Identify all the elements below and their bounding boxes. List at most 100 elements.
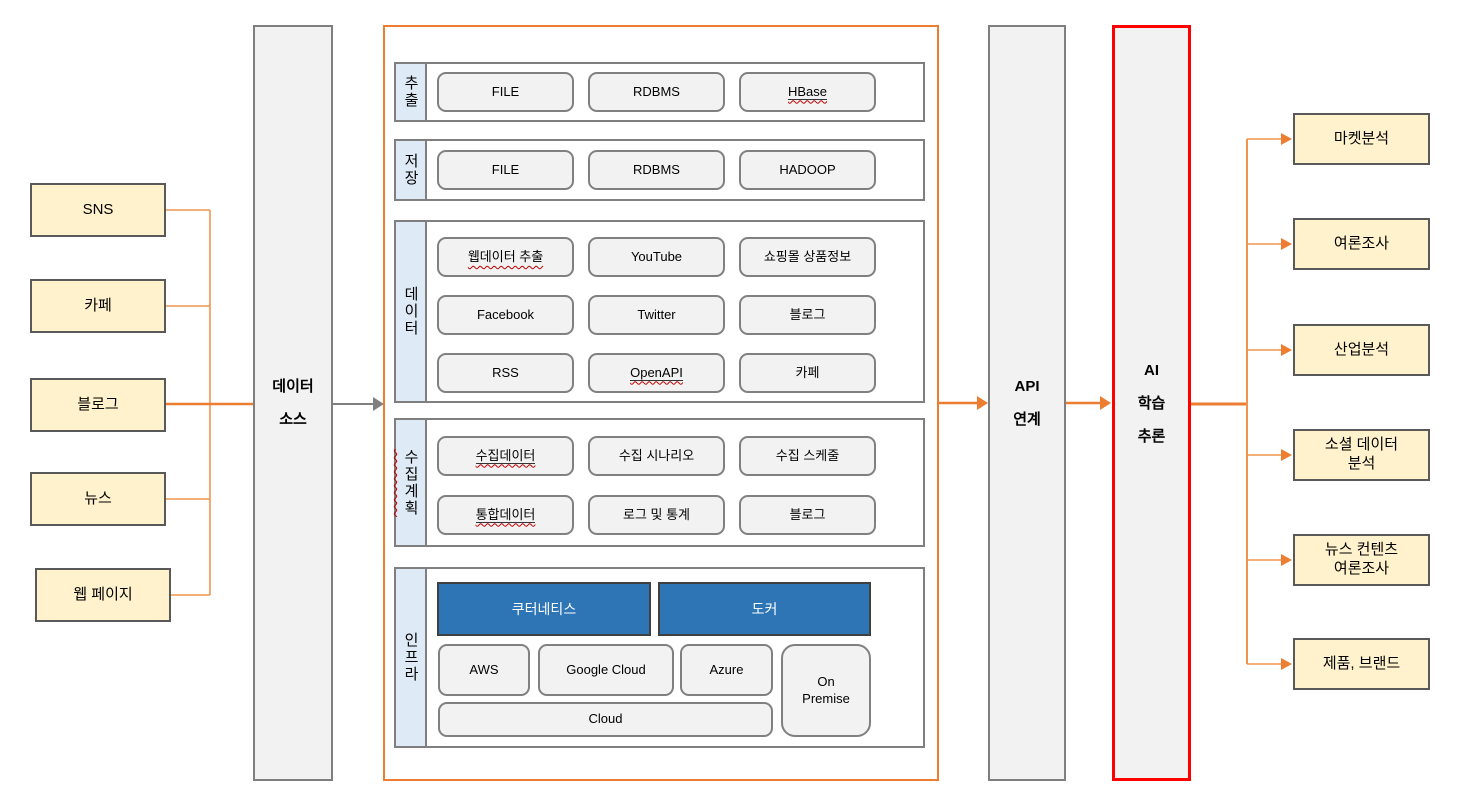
section-infra-content: 쿠터네티스 도커 AWS Google Cloud Azure On Premi… — [427, 569, 923, 746]
cloud-box-google-cloud: Google Cloud — [538, 644, 674, 696]
source-connector-lines — [166, 209, 211, 596]
chip-label: 수집 시나리오 — [618, 448, 695, 464]
chip-label: 카페 — [795, 365, 820, 381]
chip-collected-data: 수집데이터 — [437, 436, 574, 476]
chip-cafe: 카페 — [739, 353, 876, 393]
cloud-label-on-premise: On Premise — [802, 674, 850, 706]
section-infra-label: 인프라 — [402, 632, 419, 683]
chip-hbase: HBase — [739, 72, 876, 112]
chip-label: 쇼핑몰 상품정보 — [763, 249, 852, 265]
cloud-box-on-premise: On Premise — [781, 644, 871, 737]
platform-label-docker: 도커 — [751, 601, 778, 617]
output-box-product-brand: 제품, 브랜드 — [1293, 638, 1430, 690]
section-store-label: 저장 — [402, 153, 419, 187]
chip-label: RDBMS — [633, 162, 680, 178]
chip-label: FILE — [491, 162, 520, 178]
chip-row: RSS OpenAPI 카페 — [427, 353, 923, 393]
output-arrowheads — [1281, 133, 1292, 670]
chip-label: RDBMS — [633, 84, 680, 100]
chip-integrated-data: 통합데이터 — [437, 495, 574, 535]
cloud-label-aws: AWS — [469, 661, 499, 677]
source-box-cafe: 카페 — [30, 279, 166, 333]
section-collection-plan-content: 수집데이터 수집 시나리오 수집 스케줄 통합데이터 로그 및 통계 블로그 — [427, 420, 923, 545]
chip-shopping-product-info: 쇼핑몰 상품정보 — [739, 237, 876, 277]
section-store: 저장 FILE RDBMS HADOOP — [394, 139, 925, 201]
output-label-opinion-poll: 여론조사 — [1333, 234, 1390, 252]
chip-label: 수집 스케줄 — [775, 448, 840, 464]
chip-label: 블로그 — [789, 307, 826, 323]
chip-label: 블로그 — [789, 507, 826, 523]
chip-label: 통합데이터 — [475, 506, 536, 524]
chip-label: HBase — [787, 83, 828, 101]
api-link-box: API 연계 — [988, 25, 1066, 781]
section-infra-labelcol: 인프라 — [396, 569, 427, 746]
chip-collection-schedule: 수집 스케줄 — [739, 436, 876, 476]
chip-label: HADOOP — [779, 162, 836, 178]
chip-rdbms: RDBMS — [588, 72, 725, 112]
section-infra: 인프라 쿠터네티스 도커 AWS Google Cloud Azure On P… — [394, 567, 925, 748]
section-collection-plan: 수집계획 수집데이터 수집 시나리오 수집 스케줄 통합데이터 로그 및 통계 … — [394, 418, 925, 547]
cloud-label-cloud: Cloud — [588, 711, 623, 727]
chip-label: 웹데이터 추출 — [467, 249, 544, 265]
chip-file: FILE — [437, 150, 574, 190]
chip-hadoop: HADOOP — [739, 150, 876, 190]
platform-box-docker: 도커 — [658, 582, 871, 636]
chip-label: YouTube — [630, 249, 683, 265]
section-extract-label: 추출 — [402, 75, 419, 109]
data-source-box: 데이터 소스 — [253, 25, 333, 781]
chip-file: FILE — [437, 72, 574, 112]
section-extract-labelcol: 추출 — [396, 64, 427, 120]
chip-row: 수집데이터 수집 시나리오 수집 스케줄 — [427, 436, 923, 476]
section-data-labelcol: 데이터 — [396, 222, 427, 401]
source-box-blog: 블로그 — [30, 378, 166, 432]
data-source-label: 데이터 소스 — [272, 378, 314, 428]
chip-row: Facebook Twitter 블로그 — [427, 295, 923, 335]
output-branch-lines — [1247, 138, 1282, 665]
chip-label: FILE — [491, 84, 520, 100]
source-label-news: 뉴스 — [84, 489, 112, 507]
output-label-product-brand: 제품, 브랜드 — [1322, 654, 1401, 672]
chip-row: FILE RDBMS HADOOP — [427, 150, 923, 190]
ai-inference-label: AI 학습 추론 — [1137, 361, 1166, 445]
output-label-market-analysis: 마켓분석 — [1333, 129, 1390, 147]
chip-twitter: Twitter — [588, 295, 725, 335]
output-label-news-content-poll: 뉴스 컨텐츠 여론조사 — [1324, 541, 1399, 577]
output-box-market-analysis: 마켓분석 — [1293, 113, 1430, 165]
api-link-label: API 연계 — [1013, 378, 1041, 428]
section-extract: 추출 FILE RDBMS HBase — [394, 62, 925, 122]
chip-log-statistics: 로그 및 통계 — [588, 495, 725, 535]
output-label-social-data-analysis: 소셜 데이터 분석 — [1324, 436, 1399, 472]
output-label-industry-analysis: 산업분석 — [1333, 340, 1390, 358]
platform-box-kubernetes: 쿠터네티스 — [437, 582, 651, 636]
chip-youtube: YouTube — [588, 237, 725, 277]
section-collection-plan-label: 수집계획 — [402, 448, 419, 517]
output-box-opinion-poll: 여론조사 — [1293, 218, 1430, 270]
chip-label: 수집데이터 — [475, 447, 536, 465]
output-box-industry-analysis: 산업분석 — [1293, 324, 1430, 376]
section-store-labelcol: 저장 — [396, 141, 427, 199]
chip-label: RSS — [492, 365, 519, 381]
cloud-box-azure: Azure — [680, 644, 773, 696]
platform-label-kubernetes: 쿠터네티스 — [511, 601, 577, 617]
source-box-news: 뉴스 — [30, 472, 166, 526]
chip-blog: 블로그 — [739, 495, 876, 535]
datasource-to-platform-arrow — [333, 397, 384, 411]
section-extract-content: FILE RDBMS HBase — [427, 64, 923, 120]
chip-label: Twitter — [637, 307, 676, 323]
source-box-webpage: 웹 페이지 — [35, 568, 171, 622]
source-box-sns: SNS — [30, 183, 166, 237]
chip-rdbms: RDBMS — [588, 150, 725, 190]
chip-facebook: Facebook — [437, 295, 574, 335]
chip-label: OpenAPI — [630, 364, 683, 382]
cloud-label-google-cloud: Google Cloud — [566, 661, 646, 677]
chip-label: 로그 및 통계 — [622, 507, 691, 523]
source-label-blog: 블로그 — [77, 395, 119, 413]
ai-inference-box: AI 학습 추론 — [1112, 25, 1191, 781]
chip-row: 통합데이터 로그 및 통계 블로그 — [427, 495, 923, 535]
cloud-box-aws: AWS — [438, 644, 530, 696]
output-box-social-data-analysis: 소셜 데이터 분석 — [1293, 429, 1430, 481]
chip-row: FILE RDBMS HBase — [427, 72, 923, 112]
platform-to-api-arrow — [939, 396, 988, 410]
